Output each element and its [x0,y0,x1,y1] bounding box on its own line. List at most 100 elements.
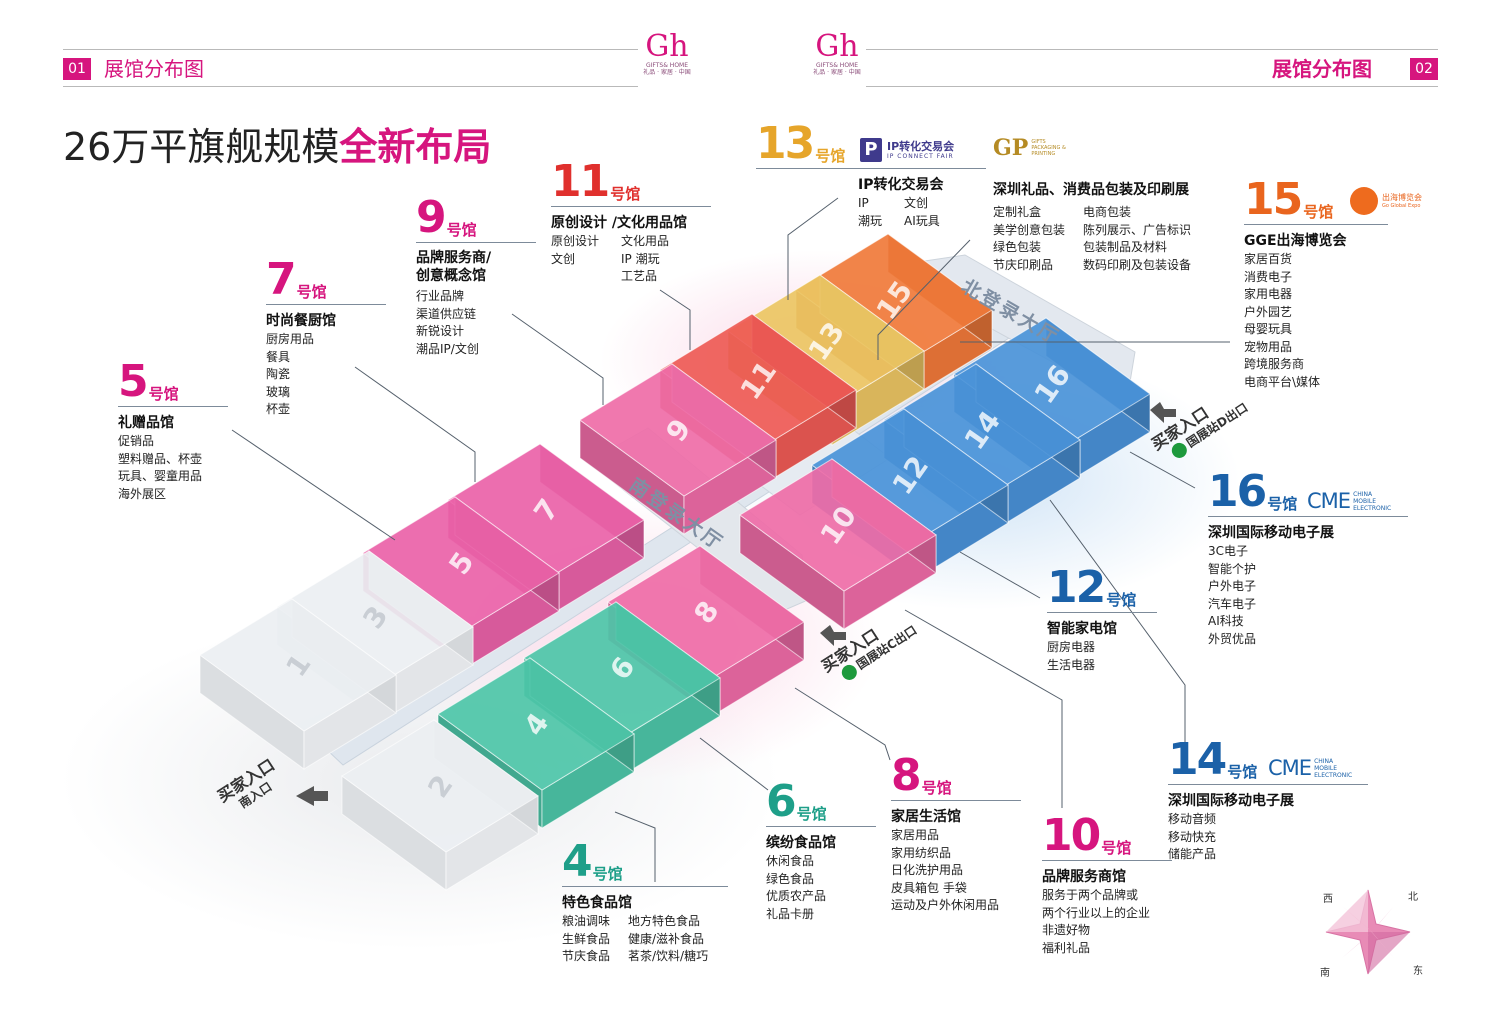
header-rule-left-top [63,49,638,50]
hall-item: 储能产品 [1168,847,1217,861]
hall-suffix: 号馆 [921,779,952,797]
hall-item: 3C电子 [1208,544,1249,558]
ip-fair-logo: P IP转化交易会 IP CONNECT FAIR [860,138,954,162]
hall-item: 促销品 [118,434,155,448]
hall-name: 智能家电馆 [1047,621,1117,637]
hall-item: 厨房用品 [266,332,315,346]
divider [891,800,1021,801]
hall-block-2: 2 [341,719,539,891]
hall-item: 工艺品 [621,269,658,283]
divider [416,242,536,243]
hall-block-top [579,363,777,497]
hall-number: 6 [766,776,797,827]
hall-suffix: 号馆 [1267,495,1298,513]
hall-item: 跨境服务商 [1244,357,1305,371]
leader-line [959,551,1041,599]
hall-item: 文化用品 [621,234,670,248]
divider [756,168,986,169]
divider [766,826,876,827]
leader-line [1129,451,1196,489]
leader-line [511,313,604,405]
hall-suffix: 号馆 [815,147,846,165]
hall-item: 玻璃 [266,384,291,399]
headline-part1: 26万平旗舰规模 [63,125,340,169]
hall-item: 生活电器 [1047,657,1096,672]
hall-name: 特色食品馆 [562,895,632,911]
hall-item: 电商包装 [1083,205,1132,219]
hall-item: 生鲜食品 [562,931,611,946]
compass-icon [1325,889,1411,975]
hall-item: 数码印刷及包装设备 [1083,257,1192,272]
hall-item: 绿色包装 [993,240,1042,254]
hall-block-top [341,719,539,853]
gp-logo-sub: GIFTS PACKAGING & PRINTING [1031,139,1066,157]
hall-number: 15 [1244,174,1303,225]
hall-item: 家居用品 [891,828,940,842]
hall-number: 5 [118,356,149,407]
hall-name: 深圳国际移动电子展 [1168,793,1294,809]
hall-suffix: 号馆 [446,221,477,239]
hall-name: 时尚餐厨馆 [266,313,336,329]
divider [266,304,386,305]
logo-line2: 礼品 · 家居 · 中国 [643,69,691,76]
hall-block-top [199,598,397,732]
hall-item: IP [858,196,869,210]
hall-item: 两个行业以上的企业 [1042,905,1151,920]
hall-suffix: 号馆 [296,283,327,301]
hall-suffix: 号馆 [1227,763,1258,781]
hall-item: 粮油调味 [562,914,611,928]
header-rule-left-bottom [63,86,638,87]
hall-number: 14 [1168,734,1227,785]
leader-line [354,366,476,482]
hall-name: 深圳礼品、消费品包装及印刷展 [993,182,1189,198]
hall-number: 10 [1042,810,1101,861]
hall-item: 行业品牌 [416,289,465,303]
hall-item: 休闲食品 [766,854,815,868]
hall-suffix: 号馆 [1101,839,1132,857]
arrow-icon [296,786,328,806]
brand-logo-right: Gh GIFTS& HOME 礼品 · 家居 · 中国 [812,29,862,77]
divider [551,206,711,207]
gp-logo-mark: GP [993,135,1029,161]
logo-mark: Gh [815,29,859,64]
hall-item: 美学创意包装 [993,222,1066,237]
hall-item: 文创 [904,196,929,210]
divider [1042,860,1172,861]
divider [1208,516,1408,517]
leader-line [794,687,891,761]
gge-logo-sub: Go Global Expo [1382,203,1421,209]
ip-logo-name: IP转化交易会 [887,140,955,153]
hall-suffix: 号馆 [1303,203,1334,221]
hall-item: 节庆印刷品 [993,257,1054,272]
hall-number: 12 [1047,562,1106,613]
hall-item: 移动音频 [1168,812,1217,826]
cme-logo-sub: CHINA MOBILE ELECTRONIC [1314,757,1353,779]
hall-item: 母婴玩具 [1244,322,1293,336]
hall-block-1: 1 [199,598,397,770]
hall-item: 海外展区 [118,486,167,501]
hall-suffix: 号馆 [1106,591,1137,609]
compass-east: 东 [1413,966,1423,977]
hall-item: 家用电器 [1244,287,1293,301]
hall-name: 深圳国际移动电子展 [1208,525,1334,541]
hall-suffix: 号馆 [148,385,179,403]
hall-item: 文创 [551,251,576,266]
hall-item: 电商平台\媒体 [1244,374,1321,389]
hall-item: 定制礼盒 [993,205,1042,219]
hall-block-top [739,458,937,592]
hall-item: 节庆食品 [562,949,611,963]
divider [1168,784,1368,785]
hall-name: GGE出海博览会 [1244,233,1347,249]
cme-logo-mark: CME [1268,756,1312,780]
leader-line [904,609,1063,808]
hall-item: 优质农产品 [766,889,827,903]
hall-number: 4 [562,836,593,887]
hall-number: 13 [756,118,815,169]
hall-item: 健康/滋补食品 [628,931,705,946]
hall-item: AI玩具 [904,213,940,228]
